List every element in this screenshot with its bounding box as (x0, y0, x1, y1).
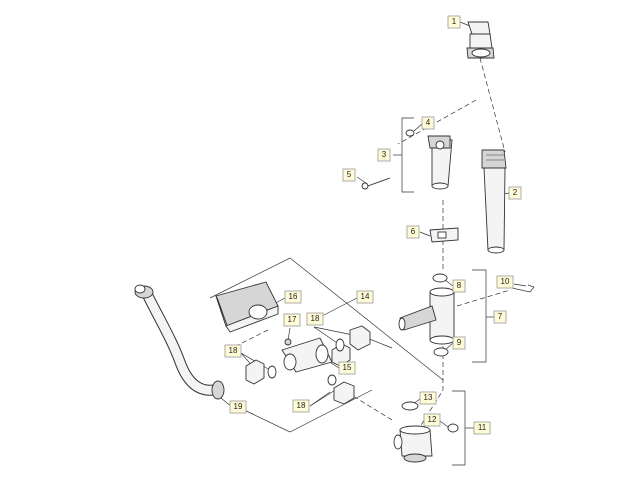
callout-13-label: 13 (424, 393, 433, 402)
callout-10: 10 (496, 275, 514, 289)
part-17-screw (284, 338, 292, 346)
part-10-hook (511, 284, 535, 293)
callout-7: 7 (493, 310, 507, 324)
leader-lines (209, 21, 527, 466)
part-9-oring (433, 347, 449, 357)
part-11-bottom-valve (393, 425, 433, 463)
part-4-ring (405, 129, 415, 137)
callout-15: 15 (338, 361, 356, 375)
part-6-clip (429, 227, 459, 243)
callout-16: 16 (284, 290, 302, 304)
part-2-sleeve-pipe (481, 149, 507, 254)
callout-14-label: 14 (361, 292, 370, 301)
part-18-washer-b (267, 365, 277, 379)
callout-2-label: 2 (513, 188, 518, 197)
part-8-oring (432, 273, 448, 283)
callout-11-label: 11 (478, 423, 487, 432)
callout-3: 3 (377, 148, 391, 162)
callout-19-label: 19 (234, 402, 243, 411)
part-12-seal (447, 423, 459, 433)
callout-16-label: 16 (289, 292, 298, 301)
callout-8: 8 (452, 279, 466, 293)
callout-12-label: 12 (428, 415, 437, 424)
part-16-motor-housing (215, 281, 279, 333)
part-5-pin (361, 177, 391, 190)
callout-1: 1 (447, 15, 461, 29)
callout-4: 4 (421, 116, 435, 130)
callouts: 1 2 3 4 5 6 7 8 9 10 11 12 13 14 15 16 1… (224, 15, 522, 435)
part-1-elbow-fitting (466, 21, 495, 59)
callout-6-label: 6 (411, 227, 416, 236)
callout-9-label: 9 (457, 338, 462, 347)
callout-14: 14 (356, 290, 374, 304)
callout-12: 12 (423, 413, 441, 427)
callout-18c: 18 (292, 399, 310, 413)
callout-17-label: 17 (288, 315, 297, 324)
callout-18b-label: 18 (229, 346, 238, 355)
callout-15-label: 15 (343, 363, 352, 372)
callout-19: 19 (229, 400, 247, 414)
part-18-nut-a (349, 325, 371, 351)
callout-2: 2 (508, 186, 522, 200)
callout-3-label: 3 (382, 150, 387, 159)
callout-8-label: 8 (457, 281, 462, 290)
part-3-upper-tube (427, 135, 453, 190)
part-13-ring (401, 401, 419, 411)
part-18-washer-a (335, 338, 345, 352)
part-18-washer-c (327, 374, 337, 386)
callout-10-label: 10 (501, 277, 510, 286)
callout-6: 6 (406, 225, 420, 239)
callout-5-label: 5 (347, 170, 352, 179)
callout-7-label: 7 (498, 312, 503, 321)
part-19-flexible-hose (134, 284, 225, 400)
callout-9: 9 (452, 336, 466, 350)
callout-17: 17 (283, 313, 301, 327)
callout-18a: 18 (306, 312, 324, 326)
part-18-nut-c (333, 381, 355, 405)
callout-18c-label: 18 (297, 401, 306, 410)
callout-13: 13 (419, 391, 437, 405)
part-7-tee-pipe (398, 287, 455, 345)
callout-1-label: 1 (452, 17, 457, 26)
callout-4-label: 4 (426, 118, 431, 127)
callout-11: 11 (473, 421, 491, 435)
callout-18a-label: 18 (311, 314, 320, 323)
callout-5: 5 (342, 168, 356, 182)
callout-18b: 18 (224, 344, 242, 358)
part-18-nut-b (245, 359, 265, 385)
